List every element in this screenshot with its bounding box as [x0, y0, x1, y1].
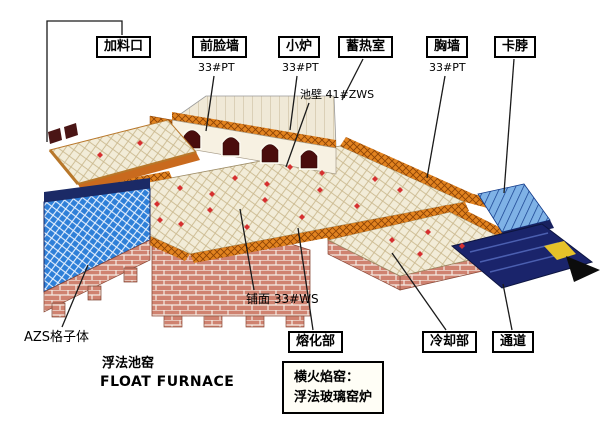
feed-machine: [48, 128, 62, 144]
caption-box: 横火焰窑： 浮法玻璃窑炉: [282, 361, 385, 414]
label-cooling-section: 冷却部: [422, 331, 478, 354]
label-feed-port: 加料口: [96, 36, 152, 59]
label-channel: 通道: [492, 331, 535, 354]
label-paving: 铺面 33#WS: [246, 292, 319, 306]
note-port: 33#PT: [282, 61, 319, 74]
label-front-wall: 前脸墙: [192, 36, 248, 59]
leader-lines: [46, 20, 515, 331]
checker-structure: [43, 178, 151, 318]
label-breast-wall: 胸墙: [426, 36, 469, 59]
title-cn: 浮法池窑: [102, 356, 155, 371]
label-regenerator: 蓄热室: [338, 36, 394, 59]
label-port: 小炉: [278, 36, 321, 59]
label-checker: AZS格子体: [24, 330, 90, 345]
charging-deck: [48, 119, 200, 192]
caption-line-1: 横火焰窑：: [294, 370, 360, 385]
channel-structure: [450, 183, 600, 289]
caption-line-2: 浮法玻璃窑炉: [294, 389, 373, 405]
note-breast-wall: 33#PT: [429, 61, 466, 74]
label-tank-wall: 池壁 41#ZWS: [300, 88, 375, 101]
paving-dots: [97, 140, 465, 257]
note-front-wall: 33#PT: [198, 61, 235, 74]
label-neck: 卡脖: [494, 36, 537, 59]
label-melting-section: 熔化部: [288, 331, 344, 354]
feed-machine: [64, 123, 78, 139]
title-en: FLOAT FURNACE: [100, 374, 235, 390]
